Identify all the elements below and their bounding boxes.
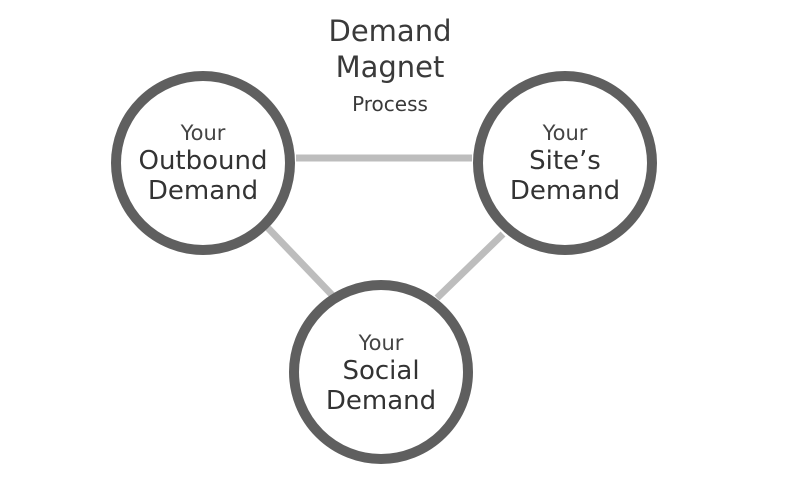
node-label-line: Your: [542, 121, 588, 145]
node-label-line: Demand: [147, 176, 259, 206]
connector-outbound-social: [265, 225, 336, 299]
node-label-line: Your: [358, 331, 404, 355]
diagram-title-line2: Magnet: [335, 50, 445, 84]
node-label-line: Outbound: [138, 146, 268, 176]
node-label-line: Social: [342, 356, 420, 386]
node-label-outbound: Your Outbound Demand: [113, 120, 293, 206]
diagram-title-line1: Demand: [328, 14, 452, 48]
node-circle-social: [289, 280, 473, 464]
node-label-social: Your Social Demand: [291, 330, 471, 416]
diagram-title-line3: Process: [352, 92, 428, 116]
node-label-line: Demand: [509, 176, 621, 206]
node-label-line: Site’s: [529, 146, 601, 176]
node-label-line: Demand: [325, 386, 437, 416]
node-circle-site: [473, 71, 657, 255]
node-circle-outbound: [111, 71, 295, 255]
node-label-site: Your Site’s Demand: [475, 120, 655, 206]
connector-site-social: [434, 231, 506, 301]
node-label-line: Your: [180, 121, 226, 145]
